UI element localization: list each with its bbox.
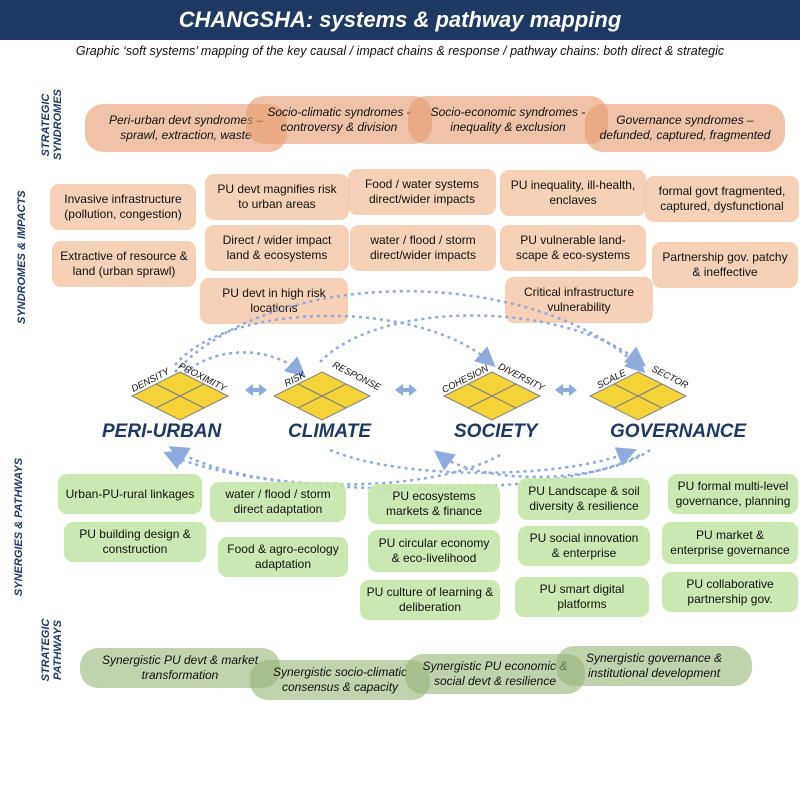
impact-pu-inequality: PU inequality, ill-health, enclaves [500, 170, 646, 216]
syndrome-governance: Governance syndromes – defunded, capture… [585, 104, 785, 152]
impact-pu-devt-risk: PU devt magnifies risk to urban areas [205, 174, 349, 220]
diamond-group [130, 371, 688, 421]
impact-partnership-gov: Partnership gov. patchy & ineffective [652, 242, 798, 288]
node-label-peri-urban: PERI-URBAN [102, 421, 222, 442]
impact-formal-govt: formal govt fragmented, captured, dysfun… [645, 176, 799, 222]
node-label-society: SOCIETY [454, 421, 538, 442]
impact-water-flood-storm: water / flood / storm direct/wider impac… [350, 225, 496, 271]
strategic-pathway-socio-climatic: Synergistic socio-climatic consensus & c… [250, 660, 430, 700]
impact-invasive-infrastructure: Invasive infrastructure (pollution, cong… [50, 184, 196, 230]
pathway-pu-market-enterprise: PU market & enterprise governance [662, 522, 798, 564]
pathway-pu-circular-economy: PU circular economy & eco-livelihood [368, 530, 500, 572]
impact-food-water: Food / water systems direct/wider impact… [348, 169, 496, 215]
double-arrow-1 [245, 384, 267, 396]
strategic-pathway-governance: Synergistic governance & institutional d… [556, 646, 752, 686]
strategic-pathway-pu-devt: Synergistic PU devt & market transformat… [80, 648, 280, 688]
impact-pu-vulnerable-landscape: PU vulnerable land-scape & eco-systems [500, 225, 646, 271]
subtitle: Graphic ‘soft systems’ mapping of the ke… [75, 44, 725, 58]
impact-extractive-resource: Extractive of resource & land (urban spr… [52, 241, 196, 287]
node-label-climate: CLIMATE [288, 421, 372, 442]
arc-upper-4 [179, 351, 306, 379]
arc-upper-1 [174, 314, 496, 367]
double-arrow-2 [395, 384, 417, 396]
pathway-pu-ecosystems-markets: PU ecosystems markets & finance [368, 484, 500, 524]
pathway-pu-formal-governance: PU formal multi-level governance, planni… [668, 474, 798, 514]
syndrome-socio-climatic: Socio-climatic syndromes - controversy &… [246, 96, 432, 144]
pathway-pu-building-design: PU building design & construction [64, 522, 206, 562]
pathway-pu-culture-learning: PU culture of learning & deliberation [360, 580, 500, 620]
arc-upper-3 [174, 290, 646, 374]
pathway-urban-pu-rural: Urban-PU-rural linkages [58, 474, 202, 514]
impact-critical-infrastructure: Critical infrastructure vulnerability [505, 277, 653, 323]
diamond-climate [272, 371, 372, 421]
arc-lower-2 [168, 446, 501, 486]
double-arrow-3 [555, 384, 577, 396]
pathway-pu-collaborative: PU collaborative partnership gov. [662, 572, 798, 612]
impact-direct-wider-land: Direct / wider impact land & ecosystems [205, 225, 349, 271]
diamond-peri-urban [130, 371, 230, 421]
pathway-water-flood-adaptation: water / flood / storm direct adaptation [210, 482, 346, 522]
pathway-pu-smart-digital: PU smart digital platforms [515, 577, 649, 617]
strategic-pathway-pu-economic: Synergistic PU economic & social devt & … [405, 654, 585, 694]
syndrome-socio-economic: Socio-economic syndromes - inequality & … [408, 96, 608, 144]
page-title: CHANGSHA: systems & pathway mapping [178, 7, 622, 32]
pathway-pu-landscape-soil: PU Landscape & soil diversity & resilien… [518, 478, 650, 520]
pathway-food-agro-ecology: Food & agro-ecology adaptation [218, 537, 348, 577]
arc-lower-4 [329, 447, 637, 474]
arc-lower-3 [433, 448, 651, 479]
diamond-society [442, 371, 542, 421]
pathway-pu-social-innovation: PU social innovation & enterprise [518, 526, 650, 566]
node-label-governance: GOVERNANCE [610, 421, 747, 442]
impact-pu-high-risk: PU devt in high risk locations [200, 278, 348, 324]
title-bar: CHANGSHA: systems & pathway mapping [0, 0, 800, 40]
diamond-governance [588, 371, 688, 421]
